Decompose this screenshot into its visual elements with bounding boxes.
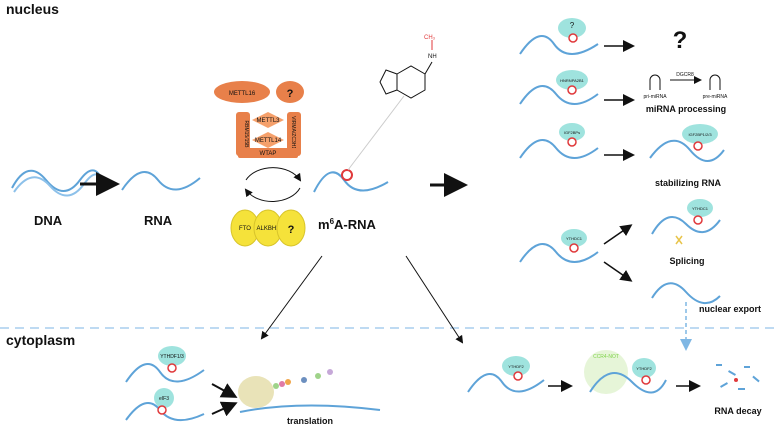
decay-pathway [467,350,760,394]
mettl16-label: METTL16 [229,91,256,97]
ythdf2-right-label: YTHDF2 [636,366,652,371]
writer-unknown-label: ? [287,88,294,100]
unknown-reader-pathway [519,18,635,55]
rna-decay-label: RNA decay [714,406,761,416]
ythdc1-right-label: YTHDC1 [692,206,709,211]
translation-label: translation [287,416,333,426]
igf2bp123-label: IGF2BP1/2/3 [688,132,712,137]
writer-complex: METTL16 ? RBM15/15B VIRMA/ZC3H13 METTL3 … [214,81,304,158]
pre-mirna-label: pre-miRNA [703,94,728,100]
mirna-processing-label: miRNA processing [646,104,726,114]
nuclear-export-label: nuclear export [699,304,761,314]
stabilizing-label: stabilizing RNA [655,178,722,188]
nh-label: NH [428,54,437,60]
ccr4-not-label: CCR4-NOT [593,354,619,360]
mettl14-label: METTL14 [255,138,282,144]
eraser-unknown-label: ? [288,224,295,236]
reader-unknown-label: ? [570,21,575,30]
ythdc1-left-label: YTHDC1 [566,236,583,241]
mirna-pathway [519,70,721,106]
stabilizing-pathway [519,123,725,162]
demethylation-arrow [244,187,301,202]
ch3-label: CH₃ [424,35,436,41]
splicing-export-pathway [519,199,721,351]
eraser-proteins: FTO ALKBH5 ? [230,209,306,247]
splicing-label: Splicing [669,256,704,266]
virma-label: VIRMA/ZC3H13 [290,116,296,152]
methylation-arrow [245,167,302,182]
translation-pathway [125,346,381,421]
rna-label: RNA [144,213,173,228]
m6a-chemical-structure [379,40,433,99]
rbm15-label: RBM15/15B [243,121,249,149]
alkbh5-label: ALKBH5 [256,226,280,232]
wtap-label: WTAP [260,151,277,157]
pri-mirna-label: pri-miRNA [643,94,667,100]
m6a-mark [341,169,353,181]
dgcr8-label: DGCR8 [676,72,694,78]
m6a-rna-label: m6A-RNA [318,217,377,232]
eif3-label: eIF3 [159,396,169,402]
result-unknown-label: ? [673,27,688,54]
fto-label: FTO [239,226,251,232]
to-translation-arrow [260,255,323,340]
dna-label: DNA [34,213,63,228]
mettl3-label: METTL3 [256,118,280,124]
to-decay-arrow [405,255,464,344]
hnrnpa2b1-label: HNRNPA2B1 [560,78,584,83]
ythdf-label: YTHDF1/3 [160,354,184,360]
rna-strand [121,171,201,191]
ythdf2-left-label: YTHDF2 [508,364,524,369]
nucleus-label: nucleus [6,1,59,17]
cytoplasm-label: cytoplasm [6,332,75,348]
igf2bps-label: IGF2BPs [564,130,580,135]
zoom-line [347,95,405,171]
